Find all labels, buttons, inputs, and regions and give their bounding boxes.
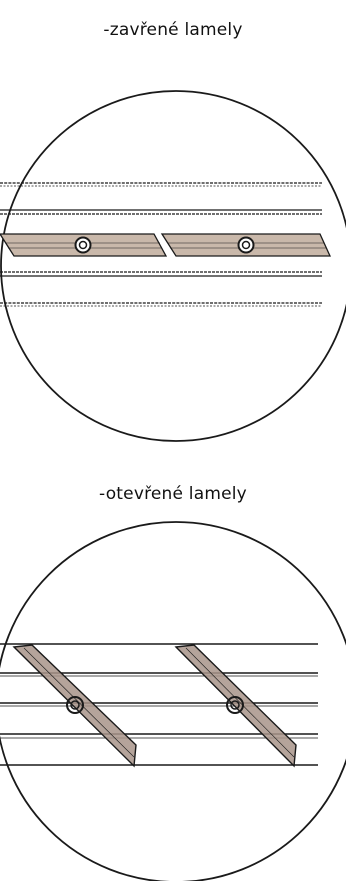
pivot-right: [237, 236, 255, 254]
open-slats-detail: [0, 521, 346, 881]
detail-circle: [0, 90, 346, 442]
open-slat-right: [174, 644, 297, 768]
closed-slats-detail: [0, 90, 346, 442]
open-slats-caption: -otevřené lamely: [99, 484, 247, 504]
detail-circle: [0, 521, 346, 881]
closed-slats-caption: -zavřené lamely: [103, 20, 243, 40]
rail-lines: [0, 643, 318, 766]
pivot-left: [74, 236, 92, 254]
pivot-right: [226, 696, 244, 714]
rail-lines: [0, 182, 322, 307]
pivot-left: [66, 696, 84, 714]
open-slat-left: [12, 644, 137, 768]
